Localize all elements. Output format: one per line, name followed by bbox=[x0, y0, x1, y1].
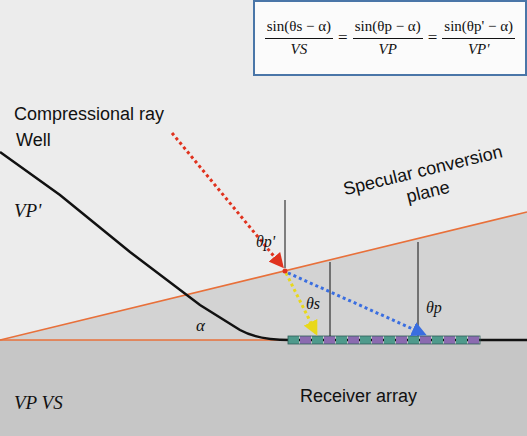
normal-line bbox=[418, 242, 419, 336]
receiver-array bbox=[288, 336, 480, 344]
lower-layer bbox=[0, 340, 527, 436]
label: Receiver array bbox=[300, 386, 417, 408]
fraction: sin(θp' − α)VP' bbox=[442, 17, 515, 59]
label: θs bbox=[306, 294, 320, 313]
equals-sign: = bbox=[428, 28, 438, 47]
fraction: sin(θp − α)VP bbox=[353, 17, 423, 59]
specular-plane-line bbox=[0, 212, 527, 340]
label: θp' bbox=[256, 232, 275, 251]
equals-sign: = bbox=[338, 28, 348, 47]
p-ray bbox=[288, 273, 424, 334]
denominator: VS bbox=[291, 39, 308, 60]
numerator: sin(θp' − α) bbox=[442, 17, 515, 39]
normal-line bbox=[330, 262, 331, 336]
label: VP' bbox=[14, 200, 41, 223]
operator: = bbox=[338, 27, 348, 49]
numerator: sin(θs − α) bbox=[265, 17, 333, 39]
label: θp bbox=[426, 298, 442, 317]
wedge-layer bbox=[0, 212, 527, 340]
label: α bbox=[196, 316, 205, 336]
label: Compressional ray bbox=[14, 104, 164, 126]
equation-box: sin(θs − α)VS=sin(θp − α)VP=sin(θp' − α)… bbox=[253, 0, 527, 76]
denominator: VP bbox=[379, 39, 397, 60]
numerator: sin(θp − α) bbox=[353, 17, 423, 39]
fraction: sin(θs − α)VS bbox=[265, 17, 333, 59]
horizontal-interface bbox=[0, 339, 292, 341]
label: Well bbox=[16, 130, 51, 152]
normal-line bbox=[285, 200, 286, 268]
operator: = bbox=[428, 27, 438, 49]
denominator: VP' bbox=[468, 39, 490, 60]
conversion-point bbox=[283, 269, 288, 274]
compressional-ray bbox=[172, 133, 282, 266]
label: VP VS bbox=[14, 392, 63, 415]
